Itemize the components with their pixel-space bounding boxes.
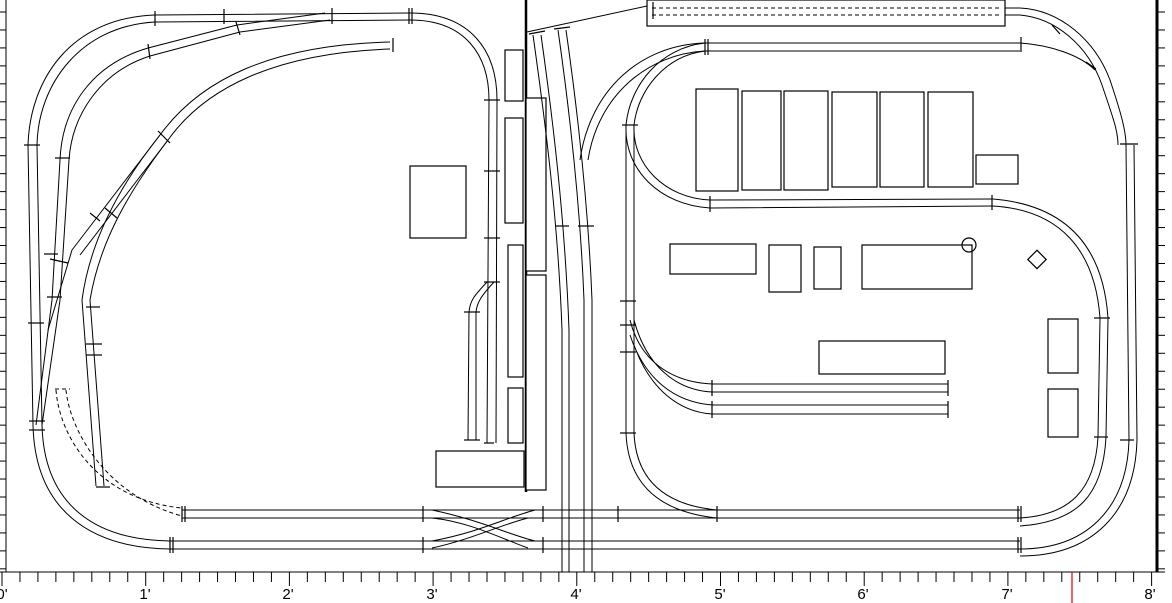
left-outer-loop-track[interactable] [24,8,1020,553]
diamond-marker [1026,249,1048,270]
shed-top[interactable] [646,0,1006,27]
ruler-label-2ft: 2' [282,586,294,603]
building-right-1[interactable] [1047,318,1079,374]
platform-3[interactable] [507,244,524,378]
depot-a[interactable] [669,243,757,275]
platform-4[interactable] [507,387,524,444]
vertical-ruler-right [1155,0,1165,572]
warehouse-4[interactable] [831,91,878,188]
staging-lead-tracks[interactable] [528,26,594,572]
planned-connector-track[interactable] [55,388,183,517]
double-crossover[interactable] [431,509,536,549]
building-right-2[interactable] [1047,388,1079,438]
lower-main-track[interactable] [181,506,1022,553]
station-2[interactable] [525,274,547,491]
vertical-ruler-left [0,0,7,572]
warehouse-6[interactable] [927,91,974,188]
ruler-label-3ft: 3' [426,586,438,603]
structures-group [409,0,1079,491]
backdrop-divider-upper [526,5,648,33]
platform-1[interactable] [504,49,524,102]
water-tower [961,237,977,253]
ruler-label-7ft: 7' [1001,586,1013,603]
left-yard-spur[interactable] [464,281,495,441]
freight-house[interactable] [818,340,946,375]
depot-c[interactable] [813,246,842,290]
station-1[interactable] [525,97,547,272]
platform-2[interactable] [504,117,524,224]
horizontal-ruler [0,571,1165,603]
ruler-label-8ft: 8' [1144,586,1156,603]
ruler-label-0ft: 0' [0,586,8,603]
structure-left-center[interactable] [409,165,467,239]
ruler-label-6ft: 6' [857,586,869,603]
dock-left-bottom[interactable] [435,450,525,488]
ruler-label-5ft: 5' [714,586,726,603]
shed-track[interactable] [652,2,1002,19]
warehouse-5[interactable] [879,91,925,188]
diagonal-branch-track[interactable] [44,38,394,488]
right-inner-loop-track[interactable] [620,42,1110,527]
ruler-label-4ft: 4' [570,586,582,603]
industry-sidings[interactable] [629,319,949,418]
office-small[interactable] [975,154,1019,185]
factory[interactable] [861,244,973,290]
right-outer-loop-track[interactable] [579,7,1138,557]
left-inner-loop-track[interactable] [35,12,331,426]
ruler-label-1ft: 1' [139,586,151,603]
depot-b[interactable] [768,244,802,293]
warehouse-3[interactable] [783,90,829,191]
warehouse-2[interactable] [741,90,782,191]
warehouse-1[interactable] [695,88,739,192]
